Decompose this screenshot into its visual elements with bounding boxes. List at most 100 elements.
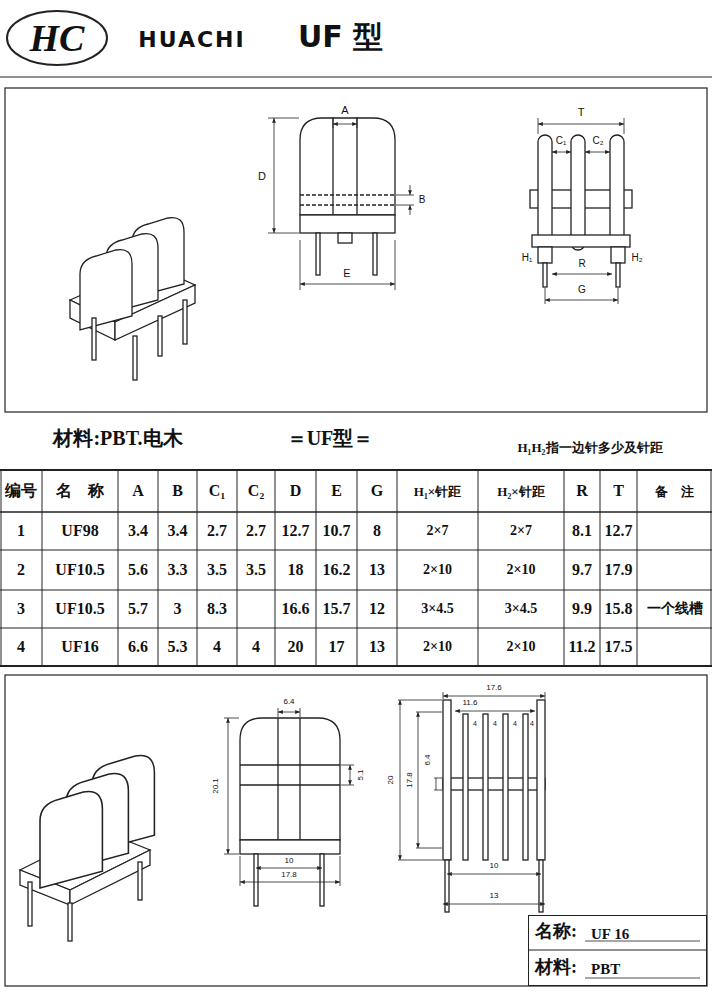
- bobbin-side-view: [523, 714, 528, 860]
- table-cell: 5.7: [127, 601, 149, 617]
- spec-table-grid: [0, 628, 712, 629]
- dimension-label: E: [342, 268, 351, 279]
- bobbin-side-view: [443, 700, 545, 912]
- dimension-line: [552, 274, 612, 275]
- bobbin-side-view: [443, 778, 545, 790]
- dimension-line: [443, 696, 545, 697]
- bobbin-side-view: [538, 135, 552, 250]
- table-cell: 2×7: [509, 524, 533, 538]
- spec-table-grid: [600, 470, 601, 666]
- dimension-label: 5.1: [357, 768, 365, 781]
- table-header: B: [171, 483, 184, 499]
- bobbin-front-view: [300, 194, 395, 195]
- table-cell: 2.7: [206, 523, 228, 539]
- dimension-line: [333, 124, 357, 125]
- dimension-line: [455, 711, 535, 712]
- field-value: UF 16: [591, 927, 629, 942]
- dimension-line: [224, 708, 354, 886]
- dimension-label: 17.6: [485, 684, 503, 692]
- page-title: UF 型: [298, 22, 383, 52]
- table-cell: 13: [368, 562, 386, 578]
- dimension-line: [624, 118, 625, 134]
- dimension-line: [398, 692, 545, 904]
- table-cell: 15.8: [604, 601, 634, 617]
- dimension-line: [274, 118, 275, 233]
- bobbin-front-view: [254, 854, 258, 906]
- dimension-line: [410, 205, 411, 215]
- dimension-line: [443, 904, 545, 905]
- header-frame: [5, 88, 707, 412]
- table-cell: 20: [287, 639, 305, 655]
- header-frame: [7, 11, 107, 65]
- table-header: 名 称: [55, 483, 105, 499]
- bobbin-front-view: [240, 784, 340, 785]
- dimension-label: 17.8: [280, 871, 298, 879]
- bobbin-side-view: [537, 700, 545, 860]
- table-header: T: [612, 483, 625, 499]
- dimension-label: B: [418, 195, 427, 205]
- table-cell: 3.5: [206, 562, 228, 578]
- table-cell: 1: [16, 523, 26, 539]
- bobbin-isometric: [70, 218, 195, 380]
- bobbin-front-view: [240, 718, 340, 906]
- bobbin-isometric: [183, 300, 187, 344]
- bobbin-front-view: [320, 854, 324, 906]
- dimension-line: [436, 778, 437, 790]
- dimension-label: 6.4: [424, 753, 432, 766]
- dimension-line: [300, 240, 301, 290]
- dimension-line: [545, 692, 546, 699]
- field-value: PBT: [591, 962, 620, 977]
- bobbin-isometric: [80, 250, 132, 330]
- table-cell: 2.7: [245, 523, 267, 539]
- spec-table-grid: [397, 470, 398, 666]
- dimension-label: T: [577, 107, 586, 118]
- table-cell: UF10.5: [54, 601, 105, 617]
- dimension-line: [278, 708, 279, 717]
- dimension-label: C₂: [591, 136, 604, 146]
- dimension-line: [256, 868, 322, 869]
- bobbin-isometric: [138, 862, 142, 900]
- dimension-label: 6.4: [282, 698, 295, 706]
- dimension-line: [538, 118, 624, 304]
- table-cell: 8.1: [571, 523, 593, 539]
- table-header: H₂×针距: [496, 485, 545, 498]
- nameplate-box: 名称:UF 16材料:PBT: [528, 915, 707, 986]
- spec-table-grid: [711, 470, 712, 666]
- bobbin-front-view: [300, 118, 395, 275]
- bobbin-side-view: [483, 714, 488, 860]
- spec-table-grid: [275, 470, 276, 666]
- table-cell: 2×10: [506, 563, 537, 577]
- bobbin-front-view: [316, 233, 320, 275]
- dimension-label: 4: [529, 720, 535, 727]
- bobbin-front-view: [277, 718, 278, 840]
- table-cell: UF10.5: [54, 562, 105, 578]
- spec-table-grid: [357, 470, 358, 666]
- dimension-label: A: [340, 105, 349, 116]
- dimension-line: [545, 300, 618, 301]
- dimension-line: [396, 195, 414, 196]
- bobbin-isometric: [28, 882, 32, 926]
- dimension-line: [240, 856, 241, 886]
- dimension-line: [268, 117, 414, 290]
- spec-table-grid: [1, 470, 2, 666]
- bobbin-side-view: [610, 135, 624, 250]
- dimension-line: [341, 765, 354, 766]
- table-cell: 13: [368, 639, 386, 655]
- bobbin-isometric: [40, 791, 102, 888]
- table-cell: 6.6: [127, 639, 149, 655]
- table-cell: 4: [251, 639, 261, 655]
- dimension-label: H₂: [630, 253, 643, 263]
- bobbin-side-view: [463, 714, 468, 860]
- dimension-line: [416, 712, 442, 713]
- header-frame: [5, 675, 707, 986]
- table-cell: 2×10: [422, 563, 453, 577]
- dimension-line: [357, 117, 358, 128]
- bobbin-side-view: [571, 135, 585, 250]
- spec-table-grid: [564, 470, 565, 666]
- spec-table-grid: [0, 469, 712, 471]
- table-cell: 2×10: [422, 640, 453, 654]
- spec-table-grid: [0, 550, 712, 551]
- dimension-line: [618, 288, 619, 304]
- table-cell: 4: [212, 639, 222, 655]
- table-cell: 5.3: [167, 639, 189, 655]
